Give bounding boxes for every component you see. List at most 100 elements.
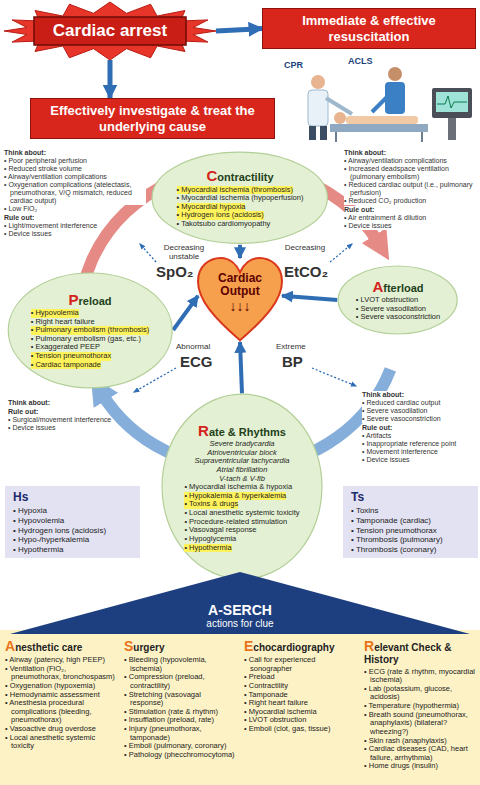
flow-arrow (108, 60, 113, 98)
monitor-label-text: BP (282, 353, 303, 370)
node-text: • Toxins (351, 506, 470, 516)
node-text: • Hypothermia (184, 544, 231, 553)
note-list-text: • Device issues (4, 230, 52, 238)
node-text: • Anesthesia procedural complications (b… (5, 699, 117, 725)
node-text: • Airway (patency, high PEEP) (5, 656, 117, 665)
node-text: • ECG (rate & rhythm, myocardial ischemi… (364, 668, 476, 685)
monitor-label-text: Decreasing unstable (160, 244, 208, 262)
node-text: • Myocardial ischemia (244, 708, 356, 717)
node-text: • Procedure-related stimulation (184, 518, 287, 527)
node-heading: Immediate & effective resuscitation (271, 13, 467, 44)
flow-arrow (282, 296, 337, 300)
node-text: • Contractility (244, 682, 356, 691)
note-list-text: • Reduced cardiac output (i.e., pulmonar… (344, 181, 477, 197)
node-heading: Preload (68, 291, 111, 308)
node-text: • Cardiac diseases (CAD, heart failure, … (364, 745, 476, 762)
node-text: • Local anesthetic systemic toxicity (184, 509, 299, 518)
node-text: • Breath sound (pneumothorax, anaphylaxi… (364, 711, 476, 737)
note-list-text: • Movement interference (362, 448, 438, 456)
figure-label-text: CPR (282, 60, 305, 70)
note-list-text: • Surgical/movement interference (8, 416, 111, 424)
node-heading: Hs (13, 490, 132, 504)
factor-ellipse: Contractility• Myocardial ischemia (thro… (151, 151, 328, 244)
node-text: • Hydrogen ions (acidosis) (13, 526, 132, 536)
note-list-text: • Inappropriate reference point (362, 440, 456, 448)
monitor-label-text: ECG (180, 353, 213, 370)
node-text: • Tamponade (244, 691, 356, 700)
node-text: • Emboli (pulmonary, coronary) (124, 742, 236, 751)
node-text: • Bleeding (hypovolemia, ischemia) (124, 656, 236, 673)
note-list-text: Rule out: (344, 206, 374, 214)
monitor-label: Decreasing (280, 244, 330, 253)
text-stack: Immediate & effective resuscitation (271, 13, 467, 44)
node-text: • Hypothermia (13, 545, 132, 555)
node-text: • Home drugs (insulin) (364, 762, 476, 771)
node-text: • Pathology (phecchromocytoma) (124, 751, 236, 760)
node-heading: Rate & Rhythms (198, 422, 286, 439)
text-stack: Cardiac Output↓↓↓ (208, 272, 272, 314)
node-text: • Ventilation (FiO₂, pneumothorax, bronc… (5, 665, 117, 682)
text-stack: Afterload• LVOT obstruction • Severe vaso… (356, 278, 440, 322)
note-list-text: • Severe vasodilation (362, 407, 428, 415)
monitor-label: ECG (180, 353, 213, 370)
action-column: Echocardiography• Call for experienced s… (241, 636, 359, 736)
node-text: • Thrombosis (coronary) (351, 545, 470, 555)
node-text: • Injury (pneumothorax, tamponade) (124, 725, 236, 742)
node-text: • Insufflation (preload, rate) (124, 716, 236, 725)
node-text: • LVOT obstruction (356, 296, 418, 305)
node-heading: A-SERCH (206, 602, 273, 618)
node-text: • Pulmonary embolism (gas, etc.) (31, 335, 141, 344)
node-text: • Emboli (clot, gas, tissue) (244, 725, 356, 734)
text-stack: Cardiac arrest (53, 21, 167, 41)
node-text: • Myocardial ischemia & hypoxia (184, 483, 292, 492)
node-text: • Toxins & drugs (184, 500, 238, 509)
node-text: • Pulmonary embolism (thrombosis) (31, 326, 150, 335)
note-list-text: • Increased deadspace ventilation (pulmo… (344, 165, 477, 181)
node-text: • Hypoglycemia (184, 535, 236, 544)
note-list-text: • Device issues (344, 222, 392, 230)
node-text: • Local anesthetic systemic toxicity (5, 734, 117, 751)
node-text: Supraventricular tachycardia (194, 457, 289, 466)
text-stack: Surgery • Bleeding (hypovolemia, ischemia… (124, 638, 236, 760)
note-list: Think about:• Poor peripheral perfusion•… (4, 148, 146, 239)
monitor-label-text: Decreasing (280, 244, 330, 253)
node-text: • Myocardial hypoxia (177, 203, 246, 212)
node-heading: Contractility (206, 167, 273, 184)
action-column: Anesthetic care • Airway (patency, high P… (2, 636, 120, 753)
node-text: Atrial fibrillation (217, 466, 268, 475)
monitor-label: Extreme (276, 343, 306, 352)
node-text: • Hypovolemia (13, 516, 132, 526)
note-list: Think about:Rule out:• Surgical/movement… (8, 398, 138, 432)
node-text: • LVOT obstruction (244, 716, 356, 725)
text-stack: Echocardiography• Call for experienced s… (244, 638, 356, 734)
node-text: • Tamponade (cardiac) (351, 516, 470, 526)
monitor-label: BP (282, 353, 303, 370)
monitor-label: Decreasing unstable (160, 244, 208, 262)
node-text: • Hypoxia (13, 506, 132, 516)
action-column: Surgery • Bleeding (hypovolemia, ischemia… (121, 636, 239, 762)
node-text: • Hypokalemia & hyperkalemia (184, 492, 286, 501)
flow-arrow (240, 342, 242, 393)
resuscitation-illustration (308, 67, 472, 142)
node-text: • Tension pneumothorax (31, 352, 111, 361)
node-heading: Anesthetic care (5, 638, 117, 654)
note-list-text: • Device issues (8, 424, 56, 432)
factor-ellipse: Preload• Hypovolemia• Right heart failur… (7, 272, 173, 389)
text-stack: Contractility• Myocardial ischemia (thro… (177, 167, 304, 228)
node-text: • Right heart failure (244, 699, 356, 708)
node-text: Atrioventricular block (207, 449, 277, 458)
node-text: • Compression (preload, contractility) (124, 673, 236, 690)
note-list-text: • Airway/ventilation complications (4, 173, 107, 181)
node-heading: Afterload (372, 278, 423, 295)
note-list-text: Think about: (362, 391, 404, 399)
monitor-label-text: EtCO₂ (284, 263, 328, 280)
note-list-text: • Poor peripheral perfusion (4, 157, 87, 165)
note-list-text: Rule out: (4, 214, 34, 222)
flow-arrow (216, 29, 262, 31)
node-heading: Surgery (124, 638, 236, 654)
node-text: • Hydrogen ions (acidosis) (177, 211, 264, 220)
text-stack: Hs • Hypoxia• Hypovolemia• Hydrogen ions … (13, 490, 132, 554)
node-text: • Severe vasoconstriction (356, 313, 440, 322)
node-text: • Call for experienced sonographer (244, 656, 356, 673)
cause-box: Ts• Toxins• Tamponade (cardiac)• Tension… (343, 486, 478, 558)
